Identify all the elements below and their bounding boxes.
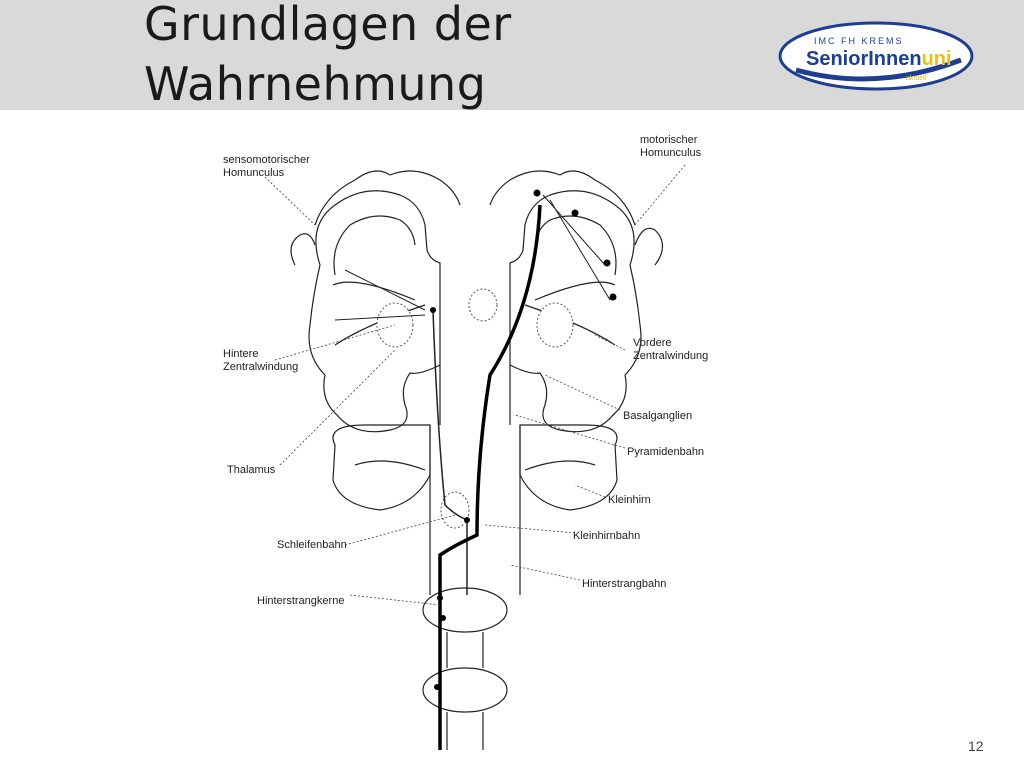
logo-sub-text: aktuell xyxy=(906,75,927,82)
slide-title-line-2: Wahrnehmung xyxy=(144,57,487,111)
pathways xyxy=(334,194,611,750)
label-thalamus: Thalamus xyxy=(227,464,276,476)
label-vordere-2: Zentralwindung xyxy=(633,350,708,362)
leader-lines xyxy=(264,164,686,606)
label-hintere-1: Hintere xyxy=(223,348,258,360)
label-kleinhirnbahn: Kleinhirnbahn xyxy=(573,530,640,542)
label-motor-2: Homunculus xyxy=(640,147,702,159)
label-kleinhirn: Kleinhirn xyxy=(608,494,651,506)
neuron-dots xyxy=(430,189,617,690)
page-number: 12 xyxy=(968,738,984,754)
logo-brand-main: SeniorInnen xyxy=(806,48,922,70)
slide-title: Grundlagen der Wahrnehmung xyxy=(144,0,664,114)
label-vordere-1: Vordere xyxy=(633,337,672,349)
label-hintere-2: Zentralwindung xyxy=(223,361,298,373)
slide-title-line-1: Grundlagen der xyxy=(144,0,512,51)
label-pyramidenbahn: Pyramidenbahn xyxy=(627,446,704,458)
label-sensomotor-1: sensomotorischer xyxy=(223,154,310,166)
label-hinterstrangbahn: Hinterstrangbahn xyxy=(582,578,666,590)
label-basalganglien: Basalganglien xyxy=(623,410,692,422)
diagram-labels: sensomotorischer Homunculus motorischer … xyxy=(223,134,708,607)
label-motor-1: motorischer xyxy=(640,134,698,146)
logo-brand: SeniorInnenuni xyxy=(806,48,952,70)
label-schleifenbahn: Schleifenbahn xyxy=(277,539,347,551)
seniorinnenuni-logo: IMC FH KREMS SeniorInnenuni aktuell xyxy=(778,21,974,91)
label-sensomotor-2: Homunculus xyxy=(223,167,285,179)
label-hinterstrangkerne: Hinterstrangkerne xyxy=(257,595,344,607)
brain-outline xyxy=(290,170,664,750)
logo-top-text: IMC FH KREMS xyxy=(814,36,904,46)
brain-pathway-diagram: sensomotorischer Homunculus motorischer … xyxy=(223,134,708,750)
logo-brand-accent: uni xyxy=(922,48,952,70)
